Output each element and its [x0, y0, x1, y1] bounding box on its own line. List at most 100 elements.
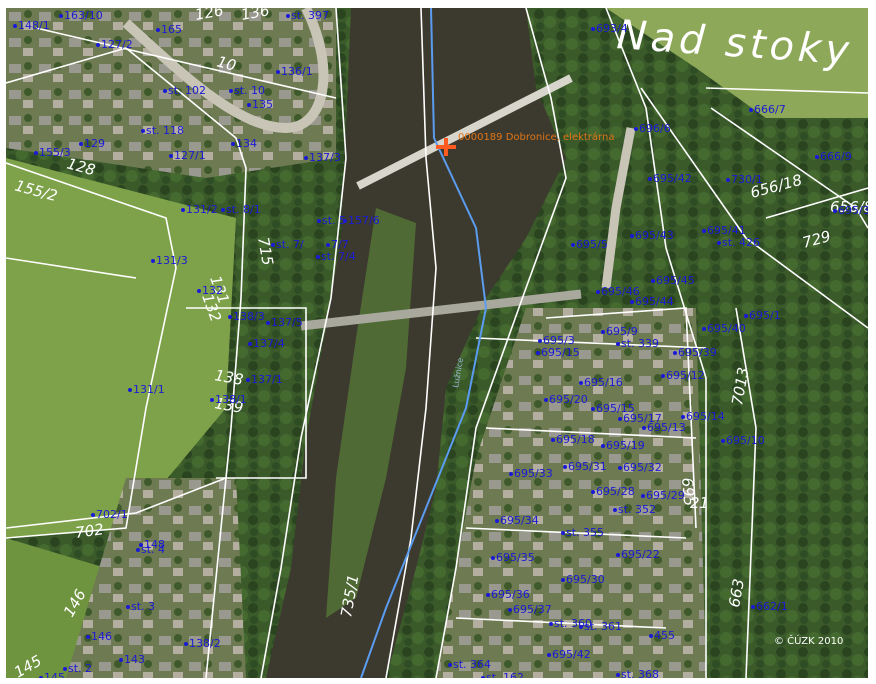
parcel-label[interactable]: 148/1 — [18, 19, 50, 32]
parcel-label[interactable]: 138/3 — [233, 310, 265, 323]
parcel-label[interactable]: 7/7 — [331, 238, 349, 251]
parcel-label[interactable]: st. 426 — [722, 236, 760, 249]
parcel-point — [63, 667, 67, 671]
parcel-label[interactable]: 695/42 — [653, 172, 692, 185]
parcel-label[interactable]: 145 — [44, 671, 65, 678]
parcel-label[interactable]: 695/3 — [838, 204, 868, 217]
parcel-label[interactable]: 695/31 — [568, 460, 607, 473]
site-marker-icon[interactable] — [436, 138, 456, 156]
parcel-label[interactable]: 695/36 — [491, 588, 530, 601]
parcel-label[interactable]: 695/35 — [496, 551, 535, 564]
parcel-label[interactable]: 146 — [91, 630, 112, 643]
parcel-label[interactable]: 695/10 — [726, 434, 765, 447]
parcel-label[interactable]: 695/16 — [584, 376, 623, 389]
parcel-label[interactable]: 666/9 — [820, 150, 852, 163]
parcel-label[interactable]: 695/18 — [556, 433, 595, 446]
parcel-label[interactable]: st. 368 — [621, 668, 659, 678]
parcel-label[interactable]: 455 — [654, 629, 675, 642]
parcel-label[interactable]: 695/9 — [606, 325, 638, 338]
road-east — [601, 127, 636, 289]
parcel-label[interactable]: st. 352 — [618, 503, 656, 516]
parcel-label[interactable]: st. 7/ — [276, 238, 304, 251]
parcel-point — [561, 531, 565, 535]
parcel-label[interactable]: 695/13 — [647, 421, 686, 434]
parcel-label[interactable]: 695/17 — [623, 412, 662, 425]
parcel-label[interactable]: 702/1 — [96, 508, 128, 521]
parcel-label[interactable]: 127/2 — [101, 38, 133, 51]
parcel-label[interactable]: 155/3 — [39, 146, 71, 159]
parcel-label[interactable]: 129 — [84, 137, 105, 150]
parcel-label[interactable]: 693/4 — [596, 22, 628, 35]
parcel-label[interactable]: 143 — [124, 653, 145, 666]
parcel-label[interactable]: 695/30 — [566, 573, 605, 586]
parcel-label[interactable]: 695/15 — [596, 402, 635, 415]
parcel-label[interactable]: 695/14 — [686, 410, 725, 423]
parcel-label[interactable]: 165 — [161, 23, 182, 36]
parcel-label[interactable]: 666/7 — [754, 103, 786, 116]
parcel-label[interactable]: st. 8/1 — [226, 203, 261, 216]
parcel-label[interactable]: 696/6 — [639, 122, 671, 135]
parcel-label[interactable]: 695/28 — [596, 485, 635, 498]
power-plant-marker[interactable]: 0000189 Dobronice, elektrárna — [436, 131, 614, 156]
parcel-label[interactable]: 695/41 — [707, 224, 746, 237]
parcel-label[interactable]: 131/3 — [156, 254, 188, 267]
parcel-label[interactable]: 131/2 — [186, 203, 218, 216]
parcel-label[interactable]: st. 10 — [234, 84, 265, 97]
parcel-label[interactable]: st. 7/4 — [321, 250, 356, 263]
parcel-label[interactable]: 695/37 — [513, 603, 552, 616]
parcel-label[interactable]: 127/1 — [174, 149, 206, 162]
parcel-label[interactable]: st. 102 — [168, 84, 206, 97]
parcel-label[interactable]: 695/29 — [646, 489, 685, 502]
parcel-label[interactable]: 695/39 — [678, 346, 717, 359]
parcel-label[interactable]: 695/15 — [541, 346, 580, 359]
parcel-label[interactable]: 136/1 — [281, 65, 313, 78]
parcel-label[interactable]: st. 118 — [146, 124, 184, 137]
parcel-label[interactable]: st. 4 — [141, 543, 165, 556]
parcel-point — [630, 300, 634, 304]
parcel-label[interactable]: 135 — [252, 98, 273, 111]
parcel-point — [717, 241, 721, 245]
parcel-label[interactable]: 695/22 — [621, 548, 660, 561]
river-island — [326, 208, 416, 618]
parcel-label[interactable]: st. 361 — [584, 620, 622, 633]
parcel-label[interactable]: 163/10 — [64, 9, 103, 22]
parcel-label[interactable]: 730/1 — [731, 173, 763, 186]
parcel-label[interactable]: 138/2 — [189, 637, 221, 650]
parcel-label[interactable]: 695/42 — [552, 648, 591, 661]
parcel-label[interactable]: 695/1 — [749, 309, 781, 322]
parcel-label[interactable]: 137/1 — [251, 373, 283, 386]
parcel-label[interactable]: 695/20 — [549, 393, 588, 406]
parcel-label[interactable]: 695/34 — [500, 514, 539, 527]
parcel-label[interactable]: 662/1 — [756, 600, 788, 613]
parcel-label[interactable]: 695/33 — [514, 467, 553, 480]
parcel-label[interactable]: 695/46 — [601, 285, 640, 298]
parcel-label[interactable]: 695/32 — [623, 461, 662, 474]
parcel-label[interactable]: st. 2 — [68, 662, 92, 675]
parcel-label[interactable]: 695/3 — [543, 334, 575, 347]
parcel-label[interactable]: 695/5 — [576, 238, 608, 251]
parcel-label[interactable]: 134 — [236, 137, 257, 150]
parcel-label[interactable]: 695/45 — [656, 274, 695, 287]
parcel-label[interactable]: 695/40 — [707, 322, 746, 335]
parcel-label[interactable]: st. 339 — [621, 337, 659, 350]
parcel-label[interactable]: st. 355 — [566, 526, 604, 539]
parcel-label[interactable]: 137/4 — [253, 337, 285, 350]
parcel-label[interactable]: st. 5 — [322, 214, 346, 227]
parcel-label[interactable]: 157/6 — [348, 214, 380, 227]
parcel-label[interactable]: st. 364 — [453, 658, 491, 671]
parcel-label[interactable]: 148 — [144, 538, 165, 551]
parcel-label[interactable]: 132 — [202, 284, 223, 297]
parcel-label[interactable]: 137/5 — [271, 316, 303, 329]
parcel-label[interactable]: 138/1 — [215, 393, 247, 406]
parcel-label[interactable]: st. 3 — [131, 600, 155, 613]
parcel-label[interactable]: 695/43 — [635, 229, 674, 242]
parcel-label[interactable]: 695/44 — [635, 295, 674, 308]
parcel-label[interactable]: 137/3 — [309, 151, 341, 164]
parcel-label[interactable]: 695/19 — [606, 439, 645, 452]
parcel-label[interactable]: st. 397 — [291, 9, 329, 22]
parcel-label[interactable]: 131/1 — [133, 383, 165, 396]
parcel-label[interactable]: 695/12 — [666, 369, 705, 382]
parcel-label[interactable]: st. 162 — [486, 671, 524, 678]
